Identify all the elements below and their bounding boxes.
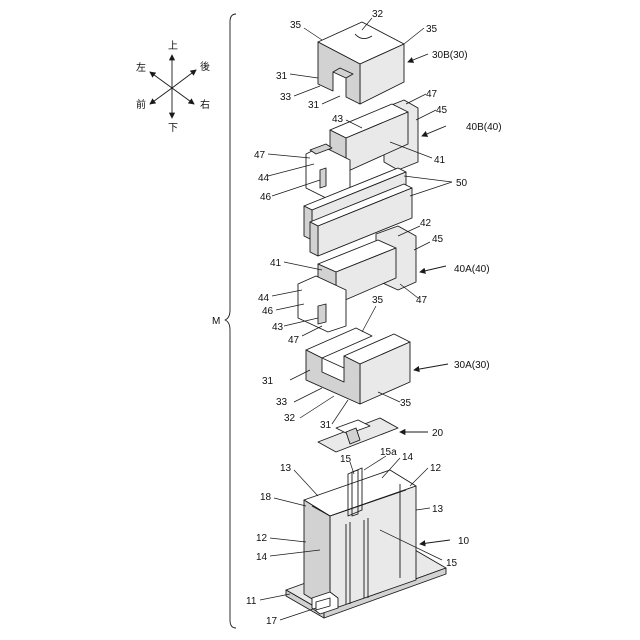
compass-front-label: 前 xyxy=(136,98,146,111)
ref-14-case-top: 14 xyxy=(402,452,414,463)
top-cover-30b xyxy=(318,22,404,104)
ref-47-holder-a-left: 47 xyxy=(288,335,300,346)
case-10 xyxy=(286,468,446,618)
ref-12-case-left: 12 xyxy=(256,533,268,544)
ref-13-case-right: 13 xyxy=(432,504,444,515)
assembly-label: M xyxy=(212,316,220,327)
ref-31-cover-a-bottom: 31 xyxy=(320,420,332,431)
part-label-40a: 40A(40) xyxy=(454,264,490,275)
direction-compass: 上 下 左 右 前 後 xyxy=(136,40,210,134)
ref-11-case: 11 xyxy=(246,596,257,607)
ref-47-holder-b-left: 47 xyxy=(254,150,266,161)
ref-46-holder-b: 46 xyxy=(260,192,272,203)
ref-43-holder-b: 43 xyxy=(332,114,344,125)
ref-32-cover-a: 32 xyxy=(284,413,296,424)
ref-15-case-top: 15 xyxy=(340,454,352,465)
ref-31-top-b: 31 xyxy=(308,100,320,111)
part-label-30a: 30A(30) xyxy=(454,360,490,371)
ref-35-cover-a-top: 35 xyxy=(372,295,384,306)
ref-17-case: 17 xyxy=(266,616,278,627)
compass-back-label: 後 xyxy=(200,60,210,73)
part-label-30b: 30B(30) xyxy=(432,50,468,61)
ref-31-cover-a-left: 31 xyxy=(262,376,274,387)
part-label-10: 10 xyxy=(458,536,470,547)
ref-47-holder-a-right: 47 xyxy=(416,295,428,306)
ref-41-holder-a: 41 xyxy=(270,258,282,269)
compass-right-label: 右 xyxy=(200,98,210,111)
ref-35-cover-a-bottom: 35 xyxy=(400,398,412,409)
ref-43-holder-a: 43 xyxy=(272,322,284,333)
ref-33-top: 33 xyxy=(280,92,292,103)
ref-33-cover-a: 33 xyxy=(276,397,288,408)
compass-up-label: 上 xyxy=(168,40,178,52)
bottom-cover-30a xyxy=(306,328,410,404)
ref-15a-case: 15a xyxy=(380,447,397,458)
ref-47-holder-b-right: 47 xyxy=(426,89,438,100)
compass-down-label: 下 xyxy=(168,123,178,134)
ref-15-case-bottom: 15 xyxy=(446,558,458,569)
ref-18-case: 18 xyxy=(260,492,272,503)
ref-13-case-left: 13 xyxy=(280,463,292,474)
ref-44-holder-b: 44 xyxy=(258,173,270,184)
ref-35-top-left: 35 xyxy=(290,20,302,31)
ref-35-top-right: 35 xyxy=(426,24,438,35)
assembly-brace: M xyxy=(212,14,236,628)
ref-12-case-right: 12 xyxy=(430,463,442,474)
ref-41-holder-b: 41 xyxy=(434,155,446,166)
ref-46-holder-a: 46 xyxy=(262,306,274,317)
ref-32-top: 32 xyxy=(372,9,384,20)
ref-45-holder-b: 45 xyxy=(436,105,448,116)
part-label-50: 50 xyxy=(456,178,468,189)
part-label-40b: 40B(40) xyxy=(466,122,502,133)
ref-14-case-left: 14 xyxy=(256,552,268,563)
ref-45-holder-a: 45 xyxy=(432,234,444,245)
ref-44-holder-a: 44 xyxy=(258,293,270,304)
part-label-20: 20 xyxy=(432,428,444,439)
ref-31-top-a: 31 xyxy=(276,71,288,82)
ref-42-holder-a: 42 xyxy=(420,218,432,229)
compass-left-label: 左 xyxy=(136,61,146,74)
